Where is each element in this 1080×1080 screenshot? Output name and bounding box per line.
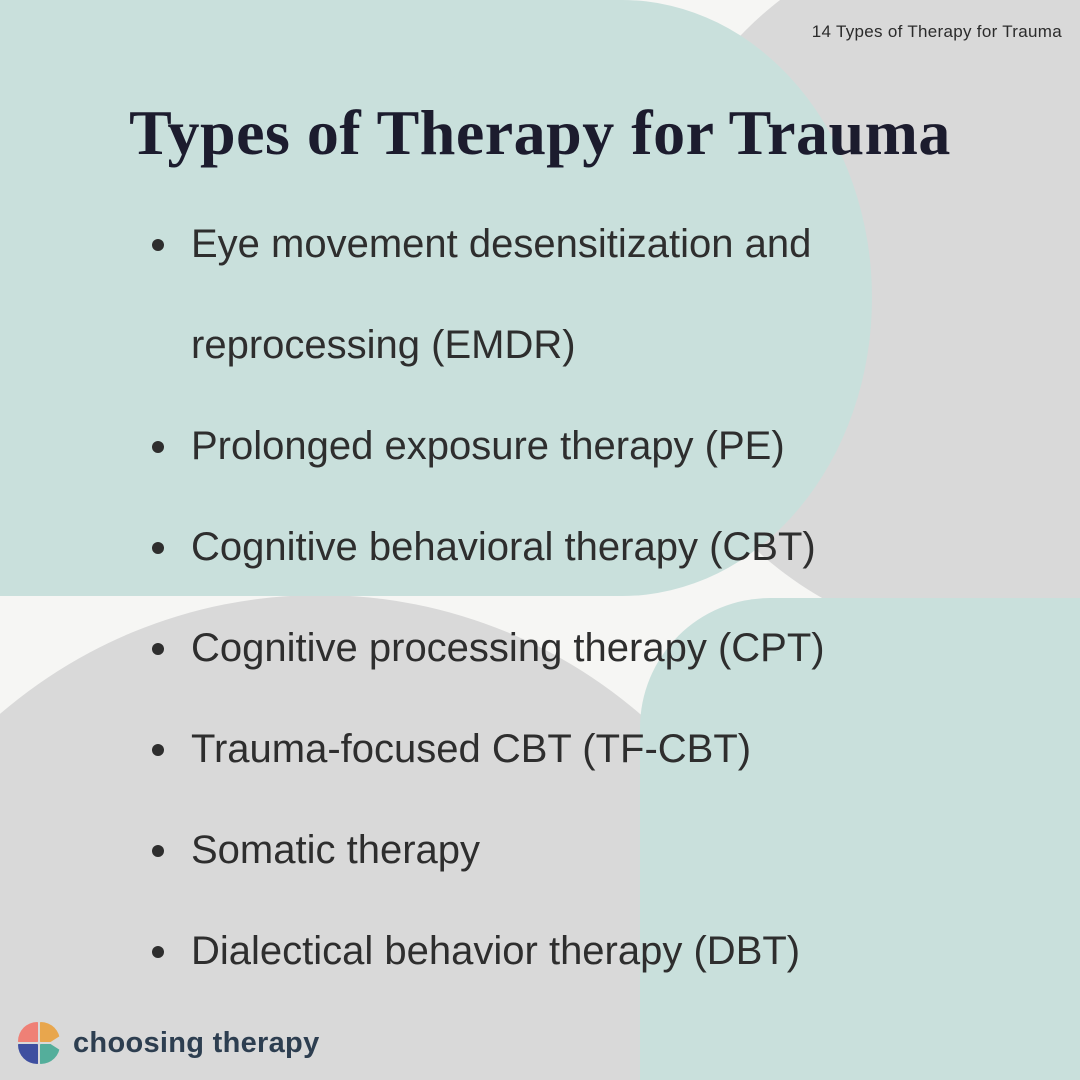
logo-quadrant-blue <box>18 1044 38 1064</box>
list-item: Prolonged exposure therapy (PE) <box>152 396 952 497</box>
list-item-text: Cognitive behavioral therapy (CBT) <box>191 525 816 569</box>
list-item-text: Eye movement desensitization and reproce… <box>191 222 812 367</box>
list-item: Dialectical behavior therapy (DBT) <box>152 901 952 1002</box>
bullet-icon <box>152 542 164 554</box>
bullet-icon <box>152 441 164 453</box>
logo-quadrant-coral <box>18 1022 38 1042</box>
list-item-text: Prolonged exposure therapy (PE) <box>191 424 785 468</box>
bullet-icon <box>152 643 164 655</box>
bullet-icon <box>152 239 164 251</box>
teal-shape-top-bulge <box>372 0 872 596</box>
teal-shape-bottom-right <box>640 598 1080 1080</box>
list-item: Somatic therapy <box>152 800 952 901</box>
list-item: Eye movement desensitization and reproce… <box>152 194 952 396</box>
brand-logo: choosing therapy <box>18 1022 320 1064</box>
header-tagline: 14 Types of Therapy for Trauma <box>811 22 1062 41</box>
logo-notch-icon <box>49 1034 63 1052</box>
bullet-icon <box>152 845 164 857</box>
therapy-list: Eye movement desensitization and reproce… <box>152 194 952 1002</box>
list-item-text: Somatic therapy <box>191 828 481 872</box>
list-item: Cognitive behavioral therapy (CBT) <box>152 497 952 598</box>
list-item: Trauma-focused CBT (TF-CBT) <box>152 699 952 800</box>
choosing-therapy-logo-icon <box>18 1022 63 1064</box>
brand-name: choosing therapy <box>73 1026 320 1059</box>
bullet-icon <box>152 946 164 958</box>
list-item-text: Dialectical behavior therapy (DBT) <box>191 929 801 973</box>
page-title: Types of Therapy for Trauma <box>129 97 951 168</box>
list-item: Cognitive processing therapy (CPT) <box>152 598 952 699</box>
list-item-text: Trauma-focused CBT (TF-CBT) <box>191 727 752 771</box>
list-item-text: Cognitive processing therapy (CPT) <box>191 626 825 670</box>
bullet-icon <box>152 744 164 756</box>
